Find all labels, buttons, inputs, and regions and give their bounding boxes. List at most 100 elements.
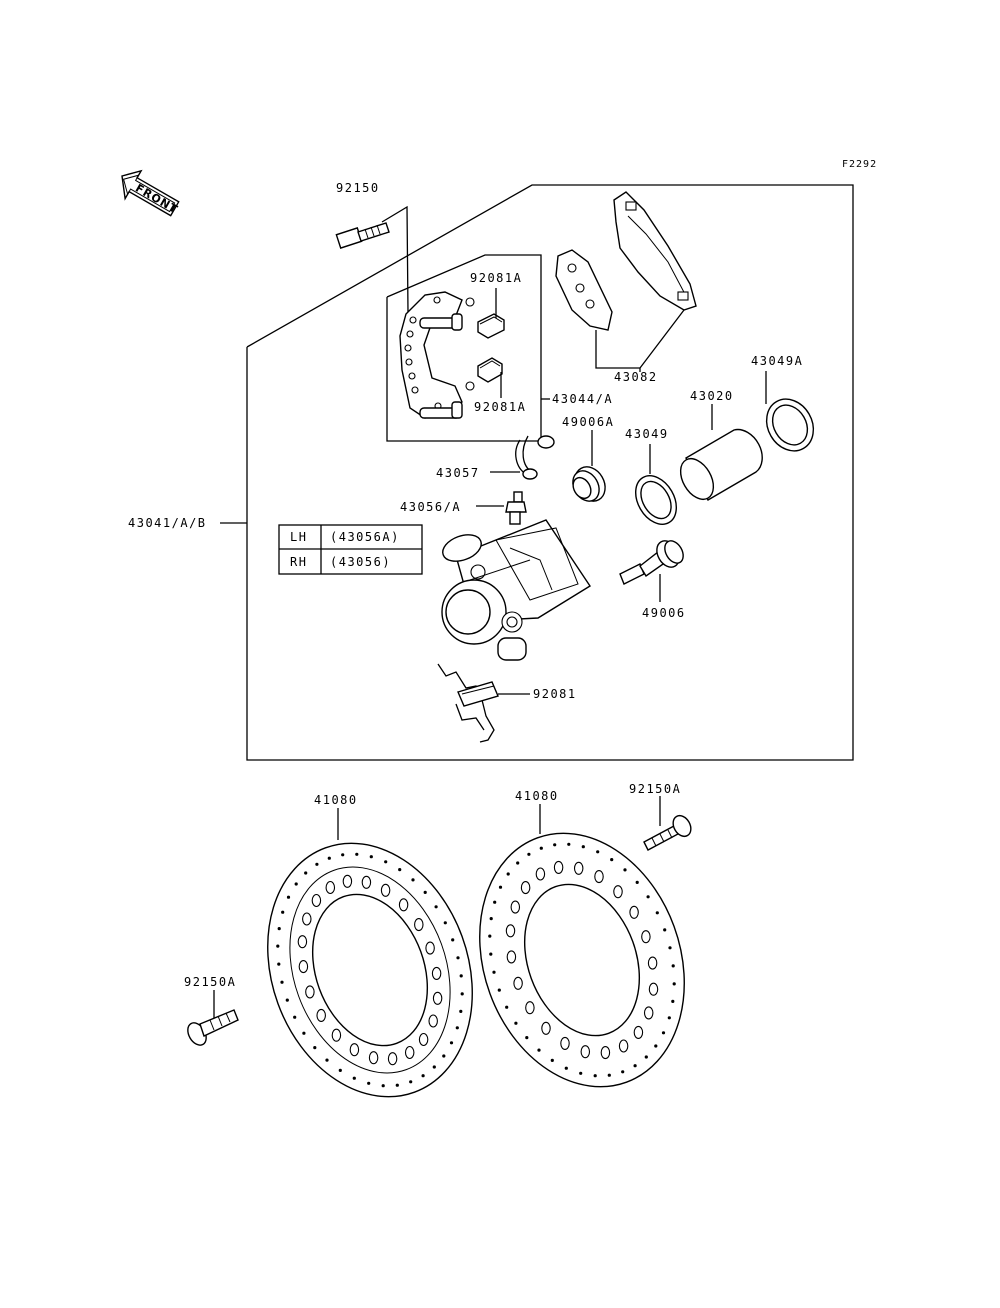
disc-hole xyxy=(613,885,623,899)
disc-vent-dot xyxy=(654,1044,658,1048)
disc-vent-dot xyxy=(514,1021,518,1025)
figure-code: F2292 xyxy=(842,159,877,170)
label-49006A: 49006A xyxy=(562,415,614,429)
caliper-bracket xyxy=(399,291,475,419)
disc-vent-dot xyxy=(277,927,281,931)
disc-hole xyxy=(298,960,309,974)
bolt-92150A-left xyxy=(187,990,239,1046)
disc-vent-dot xyxy=(341,853,345,857)
disc-vent-dot xyxy=(525,1036,529,1040)
disc-vent-dot xyxy=(516,861,520,865)
disc-vent-dot xyxy=(325,1058,329,1062)
disc-vent-dot xyxy=(451,938,455,942)
disc-vent-dot xyxy=(633,1064,637,1068)
label-43082: 43082 xyxy=(614,370,658,384)
disc-hole xyxy=(297,935,308,949)
disc-hole xyxy=(380,883,391,897)
brake-pad-outer xyxy=(613,191,697,311)
disc-vent-dot xyxy=(276,944,280,948)
disc-vent-dot xyxy=(338,1068,342,1072)
brake-pad-inner xyxy=(555,249,613,331)
pad-spring-92081A-bottom xyxy=(477,357,503,398)
disc-vent-dot xyxy=(655,911,659,915)
disc-hole xyxy=(349,1043,360,1057)
label-43020: 43020 xyxy=(690,389,734,403)
disc-hole xyxy=(398,898,409,912)
disc-hole xyxy=(311,893,322,908)
disc-vent-dot xyxy=(493,900,497,904)
front-arrow-icon: FRONT xyxy=(121,169,180,217)
disc-hole xyxy=(600,1046,611,1060)
disc-vent-dot xyxy=(432,1065,436,1069)
disc-vent-dot xyxy=(421,1074,425,1078)
disc-vent-dot xyxy=(635,880,639,885)
disc-hole xyxy=(510,900,521,914)
disc-hole xyxy=(633,1025,644,1039)
label-41080-right: 41080 xyxy=(515,789,559,803)
label-92081A-top: 92081A xyxy=(470,271,522,285)
disc-hole xyxy=(325,880,336,895)
disc-vent-dot xyxy=(369,855,373,859)
disc-vent-dot xyxy=(623,868,627,872)
pad-clip-92081 xyxy=(437,663,530,743)
disc-vent-dot xyxy=(667,1016,671,1020)
disc-vent-dot xyxy=(644,1055,648,1059)
disc-vent-dot xyxy=(327,856,331,860)
disc-vent-dot xyxy=(596,850,600,854)
disc-vent-dot xyxy=(442,1054,446,1058)
caliper-body xyxy=(441,519,591,661)
disc-vent-dot xyxy=(460,992,464,996)
variant-rh-part: (43056) xyxy=(330,555,391,569)
disc-vent-dot xyxy=(459,974,463,978)
disc-vent-dot xyxy=(672,982,676,986)
disc-vent-dot xyxy=(488,934,492,938)
variant-table: LH (43056A) RH (43056) xyxy=(278,524,423,575)
disc-hole xyxy=(560,1036,570,1050)
variant-lh-part: (43056A) xyxy=(330,530,400,544)
disc-hole xyxy=(594,870,604,884)
label-43049: 43049 xyxy=(625,427,669,441)
disc-hole xyxy=(535,867,546,881)
disc-vent-dot xyxy=(381,1084,385,1088)
disc-vent-dot xyxy=(607,1073,611,1077)
label-43057: 43057 xyxy=(436,466,480,480)
brake-disc-right xyxy=(479,804,685,1088)
brake-disc-left xyxy=(267,808,473,1098)
label-43056: 43056/A xyxy=(400,500,461,514)
disc-vent-dot xyxy=(294,882,298,886)
disc-vent-dot xyxy=(409,1080,413,1084)
disc-vent-dot xyxy=(355,852,359,856)
disc-vent-dot xyxy=(537,1048,541,1052)
disc-vent-dot xyxy=(593,1074,597,1078)
disc-vent-dot xyxy=(567,842,571,846)
disc-vent-dot xyxy=(455,1026,459,1030)
label-43044: 43044/A xyxy=(552,392,613,406)
disc-vent-dot xyxy=(285,998,289,1002)
disc-vent-dot xyxy=(581,845,585,849)
disc-hole xyxy=(432,991,443,1005)
disc-hole xyxy=(513,976,523,990)
disc-vent-dot xyxy=(621,1070,625,1074)
disc-hole xyxy=(553,860,564,874)
disc-hole xyxy=(573,861,584,875)
piston-43020 xyxy=(679,404,763,501)
disc-hole xyxy=(404,1045,415,1060)
disc-hole xyxy=(647,956,658,970)
disc-vent-dot xyxy=(302,1031,306,1035)
disc-vent-dot xyxy=(497,988,501,992)
disc-vent-dot xyxy=(671,999,675,1004)
bolt-92150A-right xyxy=(643,796,692,851)
disc-hole xyxy=(368,1051,379,1065)
disc-vent-dot xyxy=(398,868,402,872)
disc-hole xyxy=(302,912,312,926)
disc-vent-dot xyxy=(553,843,557,847)
disc-hole xyxy=(506,950,517,964)
bleeder-valve-43056 xyxy=(476,491,527,525)
disc-vent-dot xyxy=(293,1015,297,1019)
seal-43049 xyxy=(635,444,677,525)
disc-vent-dot xyxy=(489,952,493,956)
disc-hole xyxy=(305,985,315,999)
dust-seal-49006A xyxy=(572,430,606,502)
disc-vent-dot xyxy=(280,980,284,984)
